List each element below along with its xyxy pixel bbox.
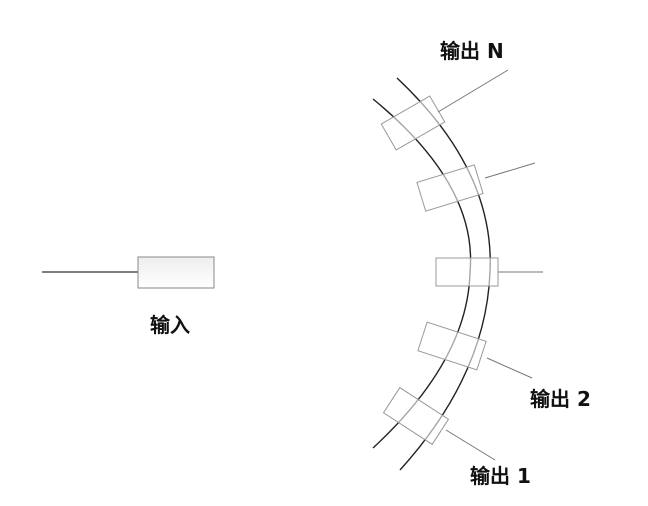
- output-box-1: [382, 386, 450, 446]
- output-lead-lines: [437, 69, 543, 461]
- output-boxes: [380, 95, 499, 446]
- output-box-upper-mid: [416, 164, 484, 212]
- lead-line-2: [486, 357, 533, 379]
- lead-line-n: [437, 69, 509, 113]
- output-box-center: [435, 257, 499, 287]
- input-label: 输入: [150, 313, 190, 337]
- output-box-n: [380, 95, 446, 151]
- output-label-n: 输出 N: [440, 39, 504, 63]
- input-assembly: 输入: [42, 256, 215, 337]
- input-box: [137, 256, 215, 289]
- output-label-1: 输出 1: [470, 464, 531, 488]
- output-label-2: 输出 2: [530, 387, 591, 411]
- lead-line-upper-mid: [484, 162, 536, 179]
- output-box-2: [417, 321, 487, 371]
- lead-line-1: [445, 429, 496, 461]
